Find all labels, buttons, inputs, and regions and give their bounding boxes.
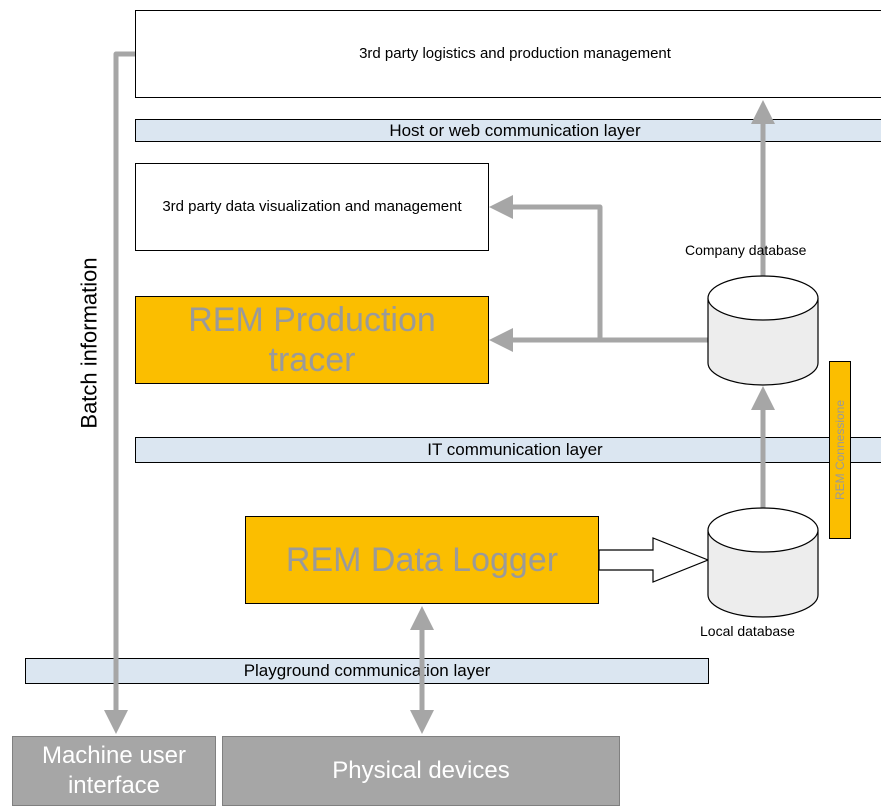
rem-connessione-box xyxy=(829,361,851,539)
batch-information-arrow xyxy=(113,51,135,712)
batch-arrowhead xyxy=(104,710,128,734)
batch-information-wrapper: Batch information xyxy=(0,257,190,428)
playground-communication-layer: Playground communication layer xyxy=(25,658,709,684)
rem-production-tracer-box: REM Production tracer xyxy=(135,296,489,384)
tracer-arrowhead xyxy=(489,328,513,352)
devices-arrowhead-down xyxy=(410,710,434,734)
branch-to-visualization-arrow xyxy=(512,204,603,340)
rem-data-logger-label: REM Data Logger xyxy=(285,541,559,579)
playground-layer-label: Playground communication layer xyxy=(243,661,491,680)
logger-arrowhead-up xyxy=(410,606,434,630)
logistics-label: 3rd party logistics and production manag… xyxy=(359,45,671,62)
company-database-label: Company database xyxy=(685,242,807,258)
rem-production-tracer-label: REM Production tracer xyxy=(188,301,436,379)
company-db-arrowhead xyxy=(751,386,775,410)
host-communication-layer: Host or web communication layer xyxy=(135,119,881,142)
logger-to-local-db-arrow xyxy=(598,537,710,583)
batch-information-label: Batch information xyxy=(76,257,102,429)
machine-user-interface-box: Machine user interface xyxy=(12,736,216,806)
logistics-arrowhead xyxy=(751,100,775,124)
it-communication-layer: IT communication layer xyxy=(135,437,881,463)
logistics-box: 3rd party logistics and production manag… xyxy=(135,10,881,98)
company-database-icon xyxy=(707,275,819,386)
local-database-icon xyxy=(707,507,819,618)
visualization-label: 3rd party data visualization and managem… xyxy=(162,198,462,215)
it-layer-label: IT communication layer xyxy=(427,440,603,459)
visualization-box: 3rd party data visualization and managem… xyxy=(135,163,489,251)
host-layer-label: Host or web communication layer xyxy=(389,120,641,140)
rem-data-logger-box: REM Data Logger xyxy=(245,516,599,604)
machine-user-interface-label: Machine user interface xyxy=(41,742,187,799)
physical-devices-box: Physical devices xyxy=(222,736,620,806)
local-database-label: Local database xyxy=(700,623,795,639)
visualization-arrowhead xyxy=(489,195,513,219)
physical-devices-label: Physical devices xyxy=(332,757,510,784)
